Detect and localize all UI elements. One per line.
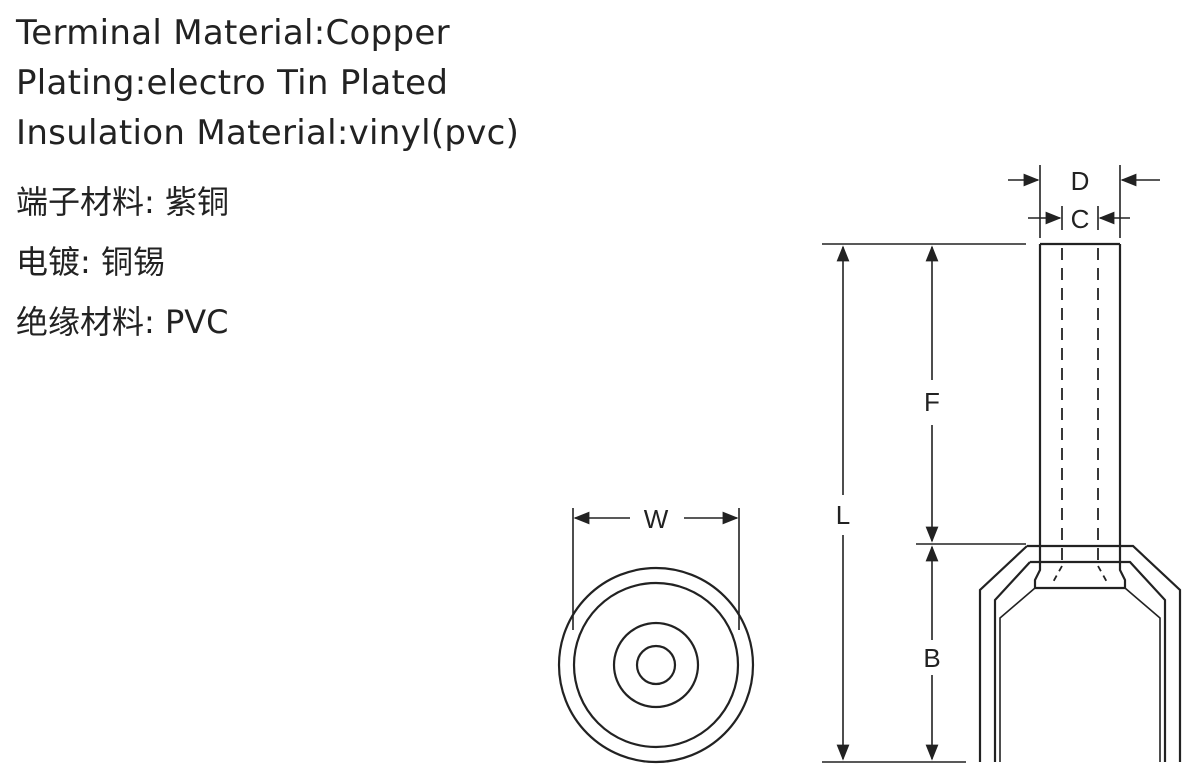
terminal-material-spec: Terminal Material:Copper — [16, 13, 450, 53]
terminal-material-spec-cn: 端子材料: 紫铜 — [16, 183, 229, 221]
plating-spec-cn: 电镀: 铜锡 — [16, 243, 165, 281]
insulation-sleeve-inner — [993, 560, 1167, 762]
b-dimension-label: B — [923, 643, 940, 673]
bore-dash-taper — [1051, 565, 1109, 585]
front-view-bore-circle — [635, 644, 677, 686]
w-dimension-label: W — [644, 504, 669, 534]
insulation-material-spec-cn: 绝缘材料: PVC — [16, 303, 229, 341]
side-view — [822, 165, 1182, 763]
sleeve-inner-funnel — [999, 587, 1161, 762]
f-dimension-label: F — [924, 387, 940, 417]
front-view-collar-circle — [612, 621, 700, 709]
front-view-outer-circle — [557, 566, 755, 764]
metal-tube-outline — [1033, 244, 1127, 588]
english-spec-list: Terminal Material:Copper Plating:electro… — [16, 8, 519, 158]
l-dimension-label: L — [836, 500, 850, 530]
c-dimension-label: C — [1071, 204, 1090, 234]
insulation-sleeve-outer — [978, 544, 1182, 762]
front-view — [557, 508, 755, 764]
insulation-material-spec: Insulation Material:vinyl(pvc) — [16, 113, 520, 153]
chinese-spec-list: 端子材料: 紫铜 电镀: 铜锡 绝缘材料: PVC — [16, 172, 229, 352]
front-view-inner-outer-circle — [572, 581, 740, 749]
d-dimension-label: D — [1071, 166, 1090, 196]
plating-spec: Plating:electro Tin Plated — [16, 63, 449, 103]
